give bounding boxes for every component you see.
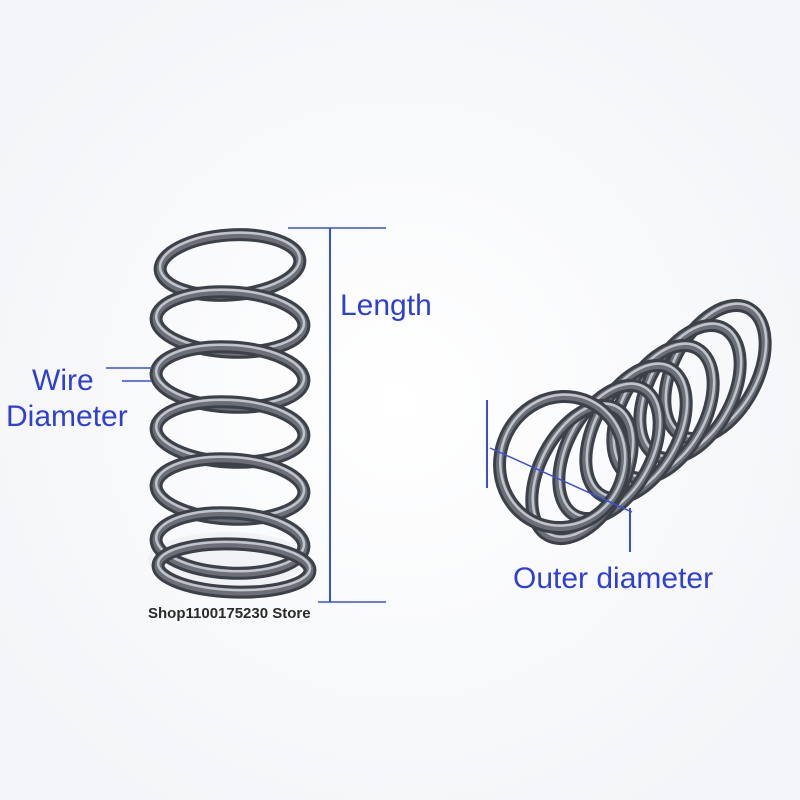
outer-diameter-dimension-lines [486,400,633,552]
diameter-label: Diameter [6,400,128,433]
spring-coil [154,509,306,573]
right-compression-spring [493,298,772,546]
spring-coil [156,540,312,592]
outer-diameter-label: Outer diameter [513,562,714,595]
left-compression-spring [148,228,317,599]
wire-label: Wire [32,364,94,397]
spring-coil [498,393,627,527]
length-dimension-line [288,227,386,603]
spring-coil [558,382,662,519]
length-label: Length [340,289,432,322]
wire-diameter-leader-lines [106,367,152,382]
store-watermark: Shop1100175230 Store [148,605,311,622]
